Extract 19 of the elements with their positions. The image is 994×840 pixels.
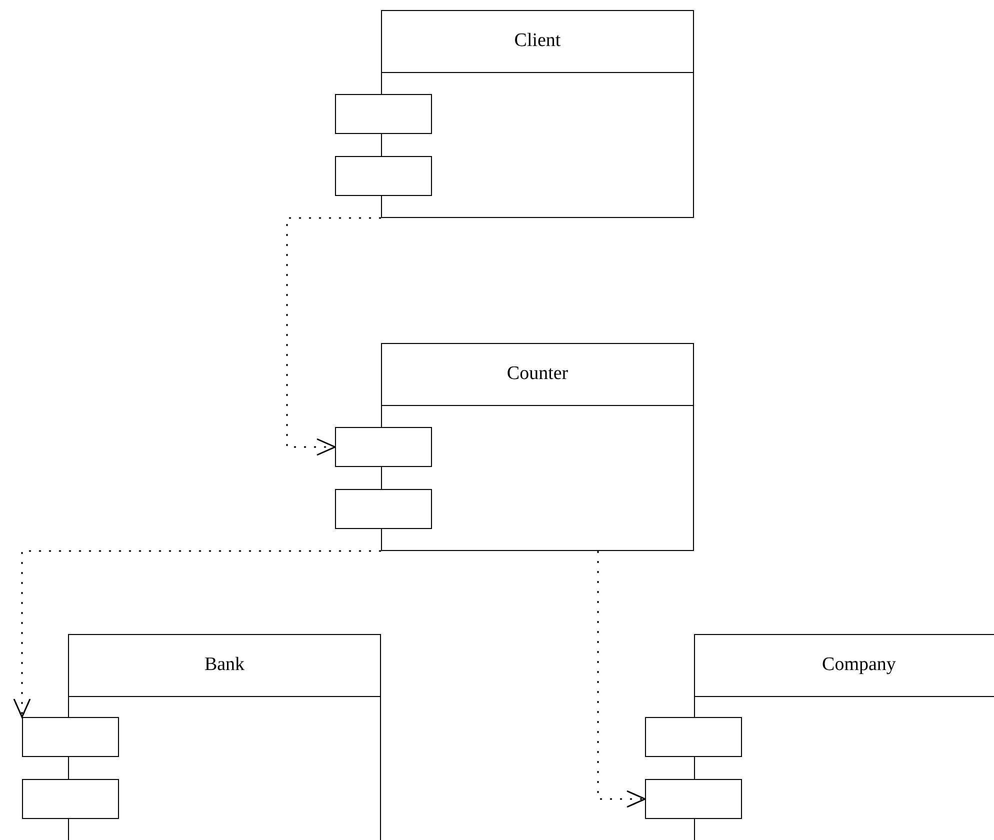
component-name: Bank <box>204 653 245 678</box>
port-box <box>22 779 119 819</box>
component-box <box>68 634 381 840</box>
port-box <box>22 717 119 757</box>
port-box <box>335 489 432 529</box>
dependency-arrow <box>13 550 381 718</box>
dependency-arrow <box>286 217 381 456</box>
component-name: Client <box>514 29 561 54</box>
port-box <box>645 717 742 757</box>
port-box <box>645 779 742 819</box>
dependency-arrow <box>597 551 646 808</box>
component-name: Counter <box>506 362 568 386</box>
component-box <box>381 10 694 218</box>
component-name: Company <box>822 653 896 678</box>
port-box <box>335 94 432 134</box>
port-box <box>335 156 432 196</box>
component-box <box>381 343 694 551</box>
port-box <box>335 427 432 467</box>
component-box <box>694 634 994 840</box>
